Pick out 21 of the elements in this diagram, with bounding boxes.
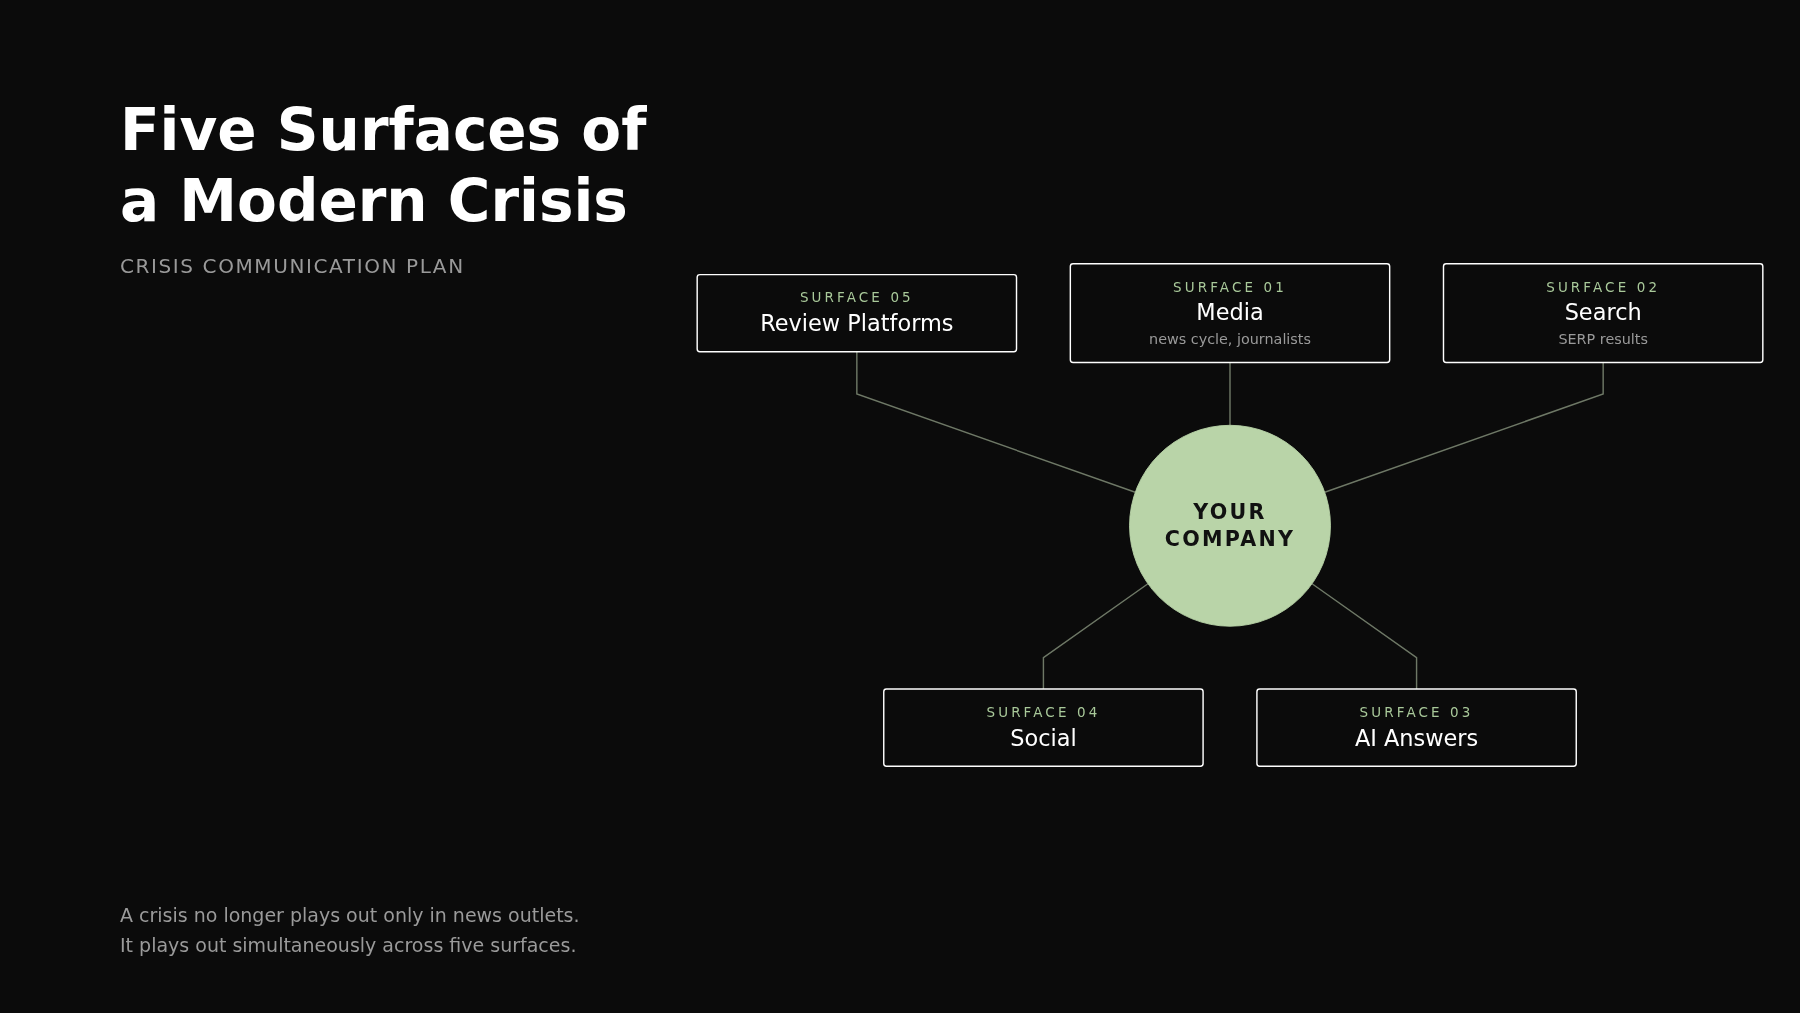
connector-line: [1042, 583, 1149, 690]
surface-title: Review Platforms: [760, 310, 954, 337]
connector-line: [1229, 361, 1231, 427]
surface-title: Search: [1564, 299, 1642, 326]
surface-number: SURFACE 04: [986, 704, 1101, 721]
surface-title: AI Answers: [1354, 724, 1479, 751]
surface-title: Media: [1196, 299, 1264, 326]
connector-line: [856, 351, 1136, 493]
surface-description: SERP results: [1558, 330, 1648, 348]
surface-number: SURFACE 05: [799, 289, 914, 306]
surface-number: SURFACE 01: [1173, 279, 1287, 296]
connector-line: [1324, 361, 1604, 493]
subtitle: CRISIS COMMUNICATION PLAN: [120, 254, 465, 278]
connector-line: [1311, 583, 1418, 690]
company-label: YOUR COMPANY: [1163, 499, 1297, 553]
title: Five Surfaces of a Modern Crisis: [120, 95, 648, 237]
surface-number: SURFACE 03: [1359, 704, 1474, 721]
caption: A crisis no longer plays out only in news outlets. It plays out simultaneously across five surfaces.: [120, 903, 581, 958]
surface-title: Social: [1010, 724, 1077, 751]
surface-description: news cycle, journalists: [1149, 330, 1311, 348]
surface-number: SURFACE 02: [1546, 279, 1661, 296]
